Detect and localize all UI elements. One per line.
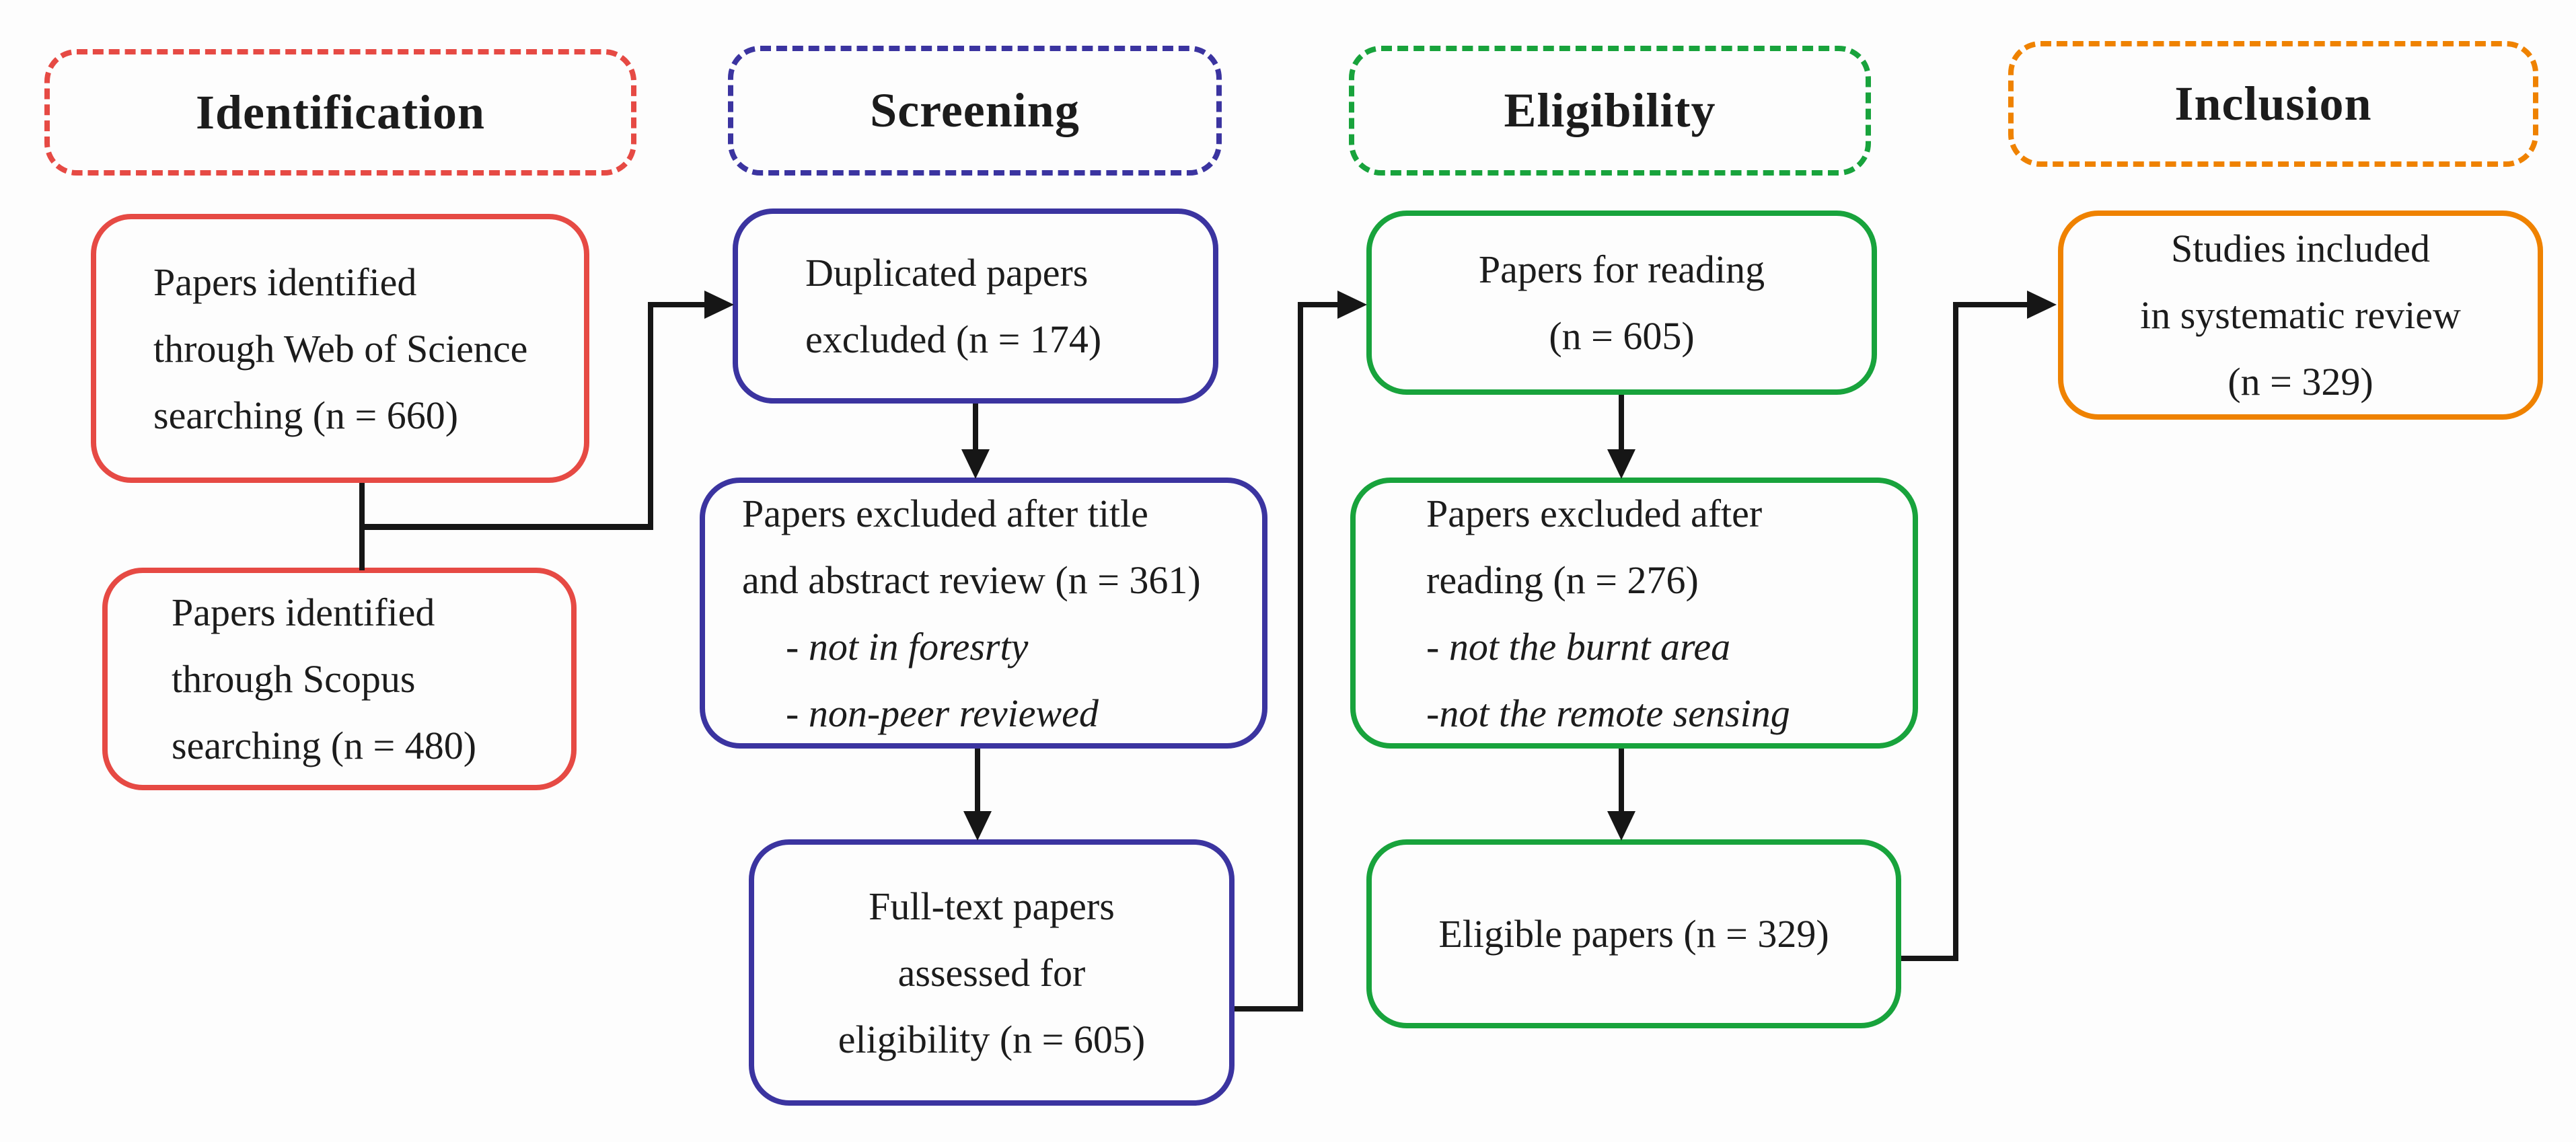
box-line: through Scopus xyxy=(172,657,416,701)
arrowhead-title-down xyxy=(963,811,992,841)
box-line: Papers for reading xyxy=(1478,248,1765,291)
connector-duplicated-down xyxy=(973,404,978,454)
box-line: Duplicated papers xyxy=(805,251,1089,295)
box-line: Papers excluded after title xyxy=(742,491,1148,535)
stage-header-label: Inclusion xyxy=(2174,77,2372,130)
box-line: in systematic review xyxy=(2140,293,2461,337)
box-line: - not the burnt area xyxy=(1426,624,1731,669)
connector-into-studies xyxy=(1953,302,2028,307)
arrowhead-into-studies xyxy=(2027,291,2057,319)
connector-into-duplicated xyxy=(648,302,705,307)
connector-eligible-out xyxy=(1901,956,1958,961)
box-papers-web-of-science: Papers identified through Web of Science… xyxy=(91,214,589,483)
connector-eligible-vertical-up xyxy=(1953,305,1958,961)
connector-fulltext-out xyxy=(1235,1006,1303,1012)
box-fulltext-assessed: Full-text papers assessed for eligibilit… xyxy=(749,839,1235,1106)
box-line: Papers excluded after xyxy=(1426,491,1763,535)
connector-merge-vertical-up xyxy=(648,305,653,530)
stage-header-label: Eligibility xyxy=(1504,83,1716,137)
arrowhead-into-reading xyxy=(1337,291,1367,319)
stage-header-screening: Screening xyxy=(728,46,1222,176)
connector-title-down xyxy=(975,749,980,814)
box-line: Eligible papers (n = 329) xyxy=(1438,912,1829,956)
box-line: (n = 329) xyxy=(2228,360,2373,404)
box-line: through Web of Science xyxy=(153,326,528,371)
box-papers-scopus: Papers identified through Scopus searchi… xyxy=(102,568,577,790)
box-line: searching (n = 480) xyxy=(172,724,477,767)
arrowhead-duplicated-down xyxy=(961,449,990,479)
box-line: (n = 605) xyxy=(1549,314,1695,358)
box-line: - not in foresrty xyxy=(786,624,1029,669)
box-line: Studies included xyxy=(2170,227,2430,270)
box-line: and abstract review (n = 361) xyxy=(742,558,1201,602)
arrowhead-exclread-down xyxy=(1607,811,1635,841)
box-line: assessed for xyxy=(897,950,1086,995)
arrowhead-reading-down xyxy=(1607,449,1635,479)
stage-header-inclusion: Inclusion xyxy=(2008,41,2538,167)
connector-reading-down xyxy=(1619,395,1624,454)
box-eligible-papers: Eligible papers (n = 329) xyxy=(1366,839,1901,1028)
box-line: Papers identified xyxy=(172,591,435,634)
stage-header-identification: Identification xyxy=(44,49,636,176)
stage-header-label: Screening xyxy=(870,83,1080,137)
stage-header-label: Identification xyxy=(195,85,485,139)
box-line: Papers identified xyxy=(153,260,417,304)
box-line: excluded (n = 174) xyxy=(805,317,1102,361)
box-line: -not the remote sensing xyxy=(1426,691,1790,735)
box-papers-for-reading: Papers for reading (n = 605) xyxy=(1366,211,1877,395)
box-line: eligibility (n = 605) xyxy=(838,1017,1146,1061)
arrowhead-into-duplicated xyxy=(704,291,734,319)
stage-header-eligibility: Eligibility xyxy=(1349,46,1871,176)
box-excluded-after-reading: Papers excluded after reading (n = 276) … xyxy=(1350,478,1918,749)
connector-merge-horizontal xyxy=(359,524,653,530)
connector-into-reading xyxy=(1298,302,1338,307)
box-excluded-title-abstract: Papers excluded after title and abstract… xyxy=(700,478,1267,749)
connector-fulltext-vertical-up xyxy=(1298,305,1303,1012)
box-studies-included: Studies included in systematic review (n… xyxy=(2058,211,2543,420)
box-line: - non-peer reviewed xyxy=(786,691,1099,735)
box-line: Full-text papers xyxy=(869,884,1115,928)
connector-exclread-down xyxy=(1619,749,1624,814)
box-line: searching (n = 660) xyxy=(153,393,459,437)
box-duplicated-excluded: Duplicated papers excluded (n = 174) xyxy=(733,208,1218,404)
box-line: reading (n = 276) xyxy=(1426,558,1699,602)
